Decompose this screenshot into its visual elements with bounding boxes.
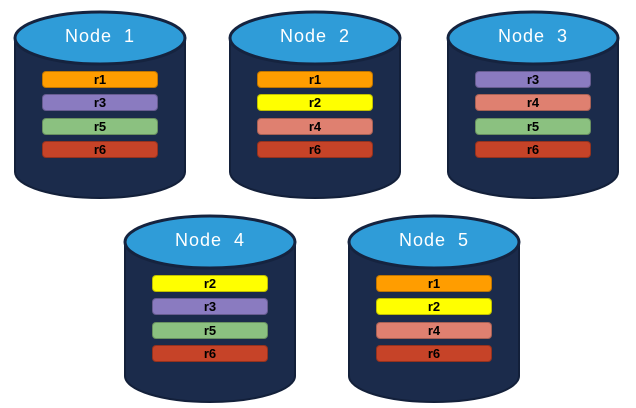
replica-bar: r6 [42,141,158,158]
replica-bar: r3 [152,298,268,315]
replica-bar: r6 [257,141,373,158]
node-title: Node 4 [174,230,246,250]
node-4: Node 4 r2 r3 r5 r6 [122,212,298,404]
replica-bar: r1 [257,71,373,88]
replica-bar: r5 [152,322,268,339]
replica-bar: r3 [475,71,591,88]
replica-bar: r2 [257,94,373,111]
replica-bar: r6 [475,141,591,158]
replica-bar: r1 [42,71,158,88]
replica-bar: r6 [152,345,268,362]
node-2: Node 2 r1 r2 r4 r6 [227,8,403,200]
replica-bar: r1 [376,275,492,292]
node-title: Node 1 [64,26,136,46]
node-5: Node 5 r1 r2 r4 r6 [346,212,522,404]
replica-bar: r5 [42,118,158,135]
node-1: Node 1 r1 r3 r5 r6 [12,8,188,200]
replica-bar: r5 [475,118,591,135]
node-3: Node 3 r3 r4 r5 r6 [445,8,621,200]
replica-bar: r2 [152,275,268,292]
node-title: Node 3 [497,26,569,46]
replica-bar: r2 [376,298,492,315]
node-title: Node 5 [398,230,470,250]
replica-bar: r3 [42,94,158,111]
node-title: Node 2 [279,26,351,46]
replica-bar: r4 [376,322,492,339]
replica-bar: r4 [257,118,373,135]
replica-bar: r6 [376,345,492,362]
replica-bar: r4 [475,94,591,111]
